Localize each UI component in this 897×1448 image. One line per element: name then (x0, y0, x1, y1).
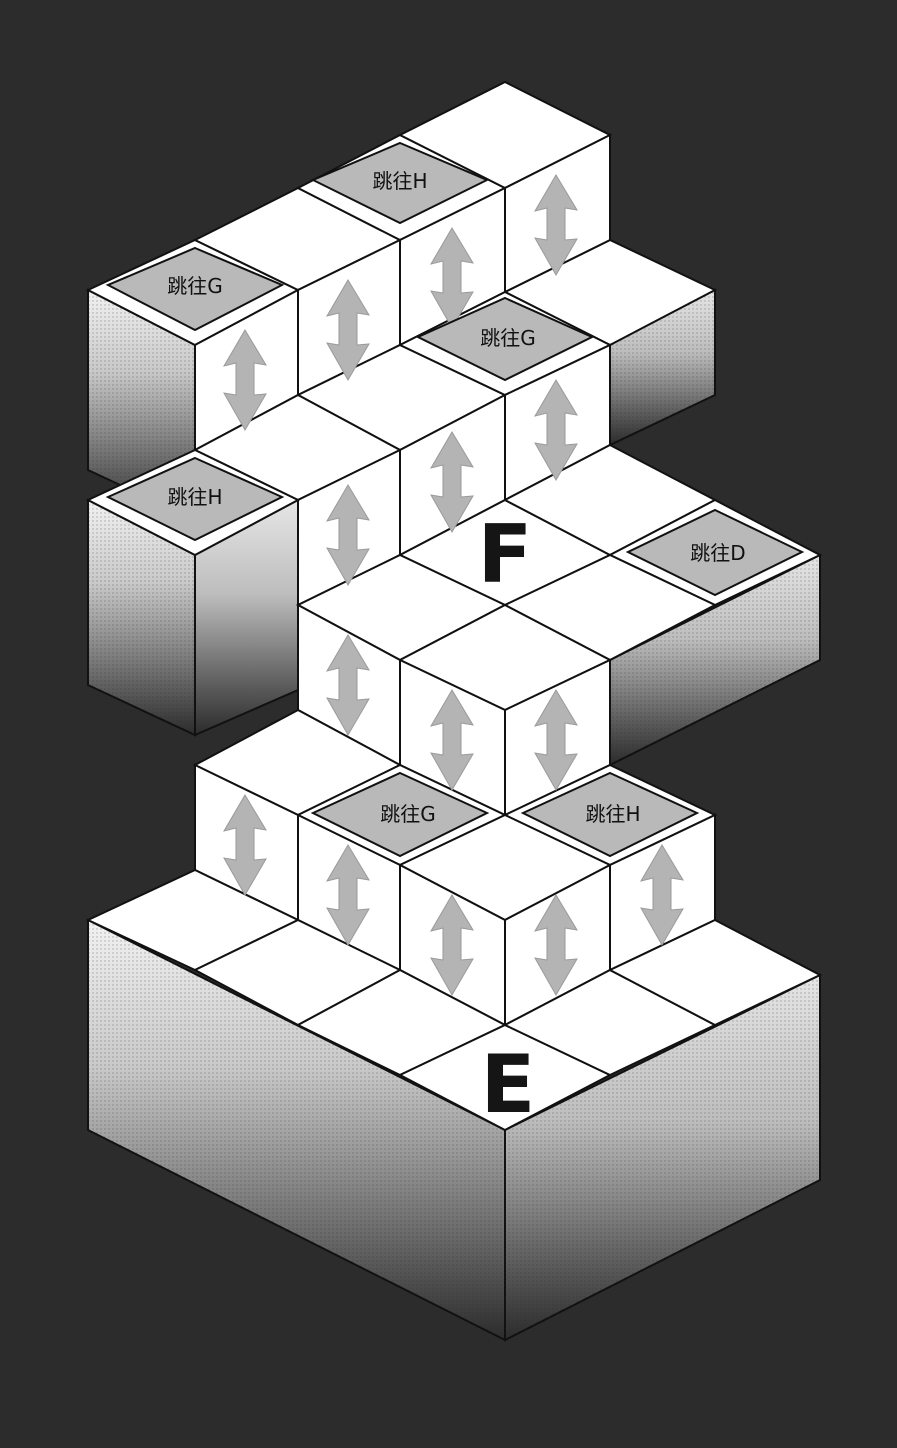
jump-tile-upper-g[interactable]: 跳往G (415, 296, 595, 382)
tile-letter-f: F (478, 508, 533, 601)
up-down-arrow-icon[interactable] (325, 634, 370, 737)
tile-letter-e: E (481, 1038, 536, 1131)
up-down-arrow-icon[interactable] (325, 279, 370, 382)
up-down-arrow-icon[interactable] (222, 329, 267, 432)
up-down-arrow-icon[interactable] (533, 379, 578, 482)
jump-label: 跳往H (372, 169, 427, 193)
up-down-arrow-icon[interactable] (429, 689, 474, 792)
up-down-arrow-icon[interactable] (429, 431, 474, 534)
up-down-arrow-icon[interactable] (639, 844, 684, 947)
up-down-arrow-icon[interactable] (533, 894, 578, 997)
jump-label: 跳往H (167, 485, 222, 509)
up-down-arrow-icon[interactable] (325, 844, 370, 947)
base-platform (85, 868, 823, 1342)
up-down-arrow-icon[interactable] (429, 894, 474, 997)
jump-tile-lower-h[interactable]: 跳往H (520, 771, 700, 858)
up-down-arrow-icon[interactable] (222, 794, 267, 897)
left-pillar (85, 448, 301, 737)
jump-label: 跳往G (380, 802, 436, 826)
up-down-arrow-icon[interactable] (533, 174, 578, 277)
jump-label: 跳往G (167, 274, 223, 298)
jump-label: 跳往D (690, 541, 745, 565)
jump-label: 跳往H (585, 802, 640, 826)
jump-tile-top-left-g[interactable]: 跳往G (105, 246, 285, 332)
arrows (222, 174, 684, 997)
jump-tiles: 跳往H 跳往G 跳往G 跳往H 跳往D 跳往G 跳往H (105, 141, 805, 858)
up-down-arrow-icon[interactable] (325, 484, 370, 587)
jump-tile-right-d[interactable]: 跳往D (625, 508, 805, 597)
jump-tile-top-h[interactable]: 跳往H (310, 141, 490, 225)
jump-tile-lower-g[interactable]: 跳往G (310, 771, 490, 858)
jump-tile-left-h[interactable]: 跳往H (105, 456, 285, 542)
jump-label: 跳往G (480, 326, 536, 350)
up-down-arrow-icon[interactable] (533, 689, 578, 792)
